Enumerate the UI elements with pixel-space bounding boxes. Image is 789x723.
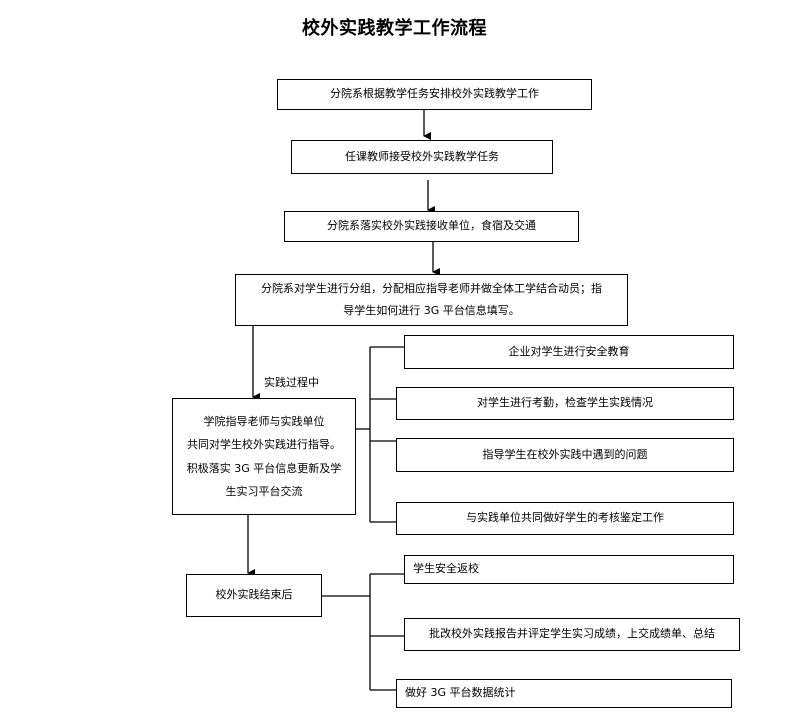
- step-arrange-unit: 分院系落实校外实践接收单位，食宿及交通: [284, 211, 579, 242]
- process-label: 实践过程中: [264, 376, 319, 389]
- after-report-grading: 批改校外实践报告并评定学生实习成绩，上交成绩单、总结: [404, 618, 740, 651]
- during-safety-education: 企业对学生进行安全教育: [404, 335, 734, 369]
- during-attendance-check: 对学生进行考勤，检查学生实践情况: [396, 387, 734, 420]
- after-3g-statistics: 做好 3G 平台数据统计: [396, 679, 732, 708]
- after-return-school: 学生安全返校: [404, 555, 734, 584]
- step-assign-task: 分院系根据教学任务安排校外实践教学工作: [277, 79, 592, 110]
- step-practice-end: 校外实践结束后: [186, 574, 322, 617]
- during-problem-guidance: 指导学生在校外实践中遇到的问题: [396, 438, 734, 472]
- step-teacher-accept: 任课教师接受校外实践教学任务: [291, 140, 553, 174]
- step-guidance: 学院指导老师与实践单位 共同对学生校外实践进行指导。 积极落实 3G 平台信息更…: [172, 398, 356, 515]
- step-grouping: 分院系对学生进行分组，分配相应指导老师并做全体工学结合动员；指 导学生如何进行 …: [235, 274, 628, 326]
- page-title: 校外实践教学工作流程: [302, 18, 487, 39]
- during-assessment: 与实践单位共同做好学生的考核鉴定工作: [396, 502, 734, 535]
